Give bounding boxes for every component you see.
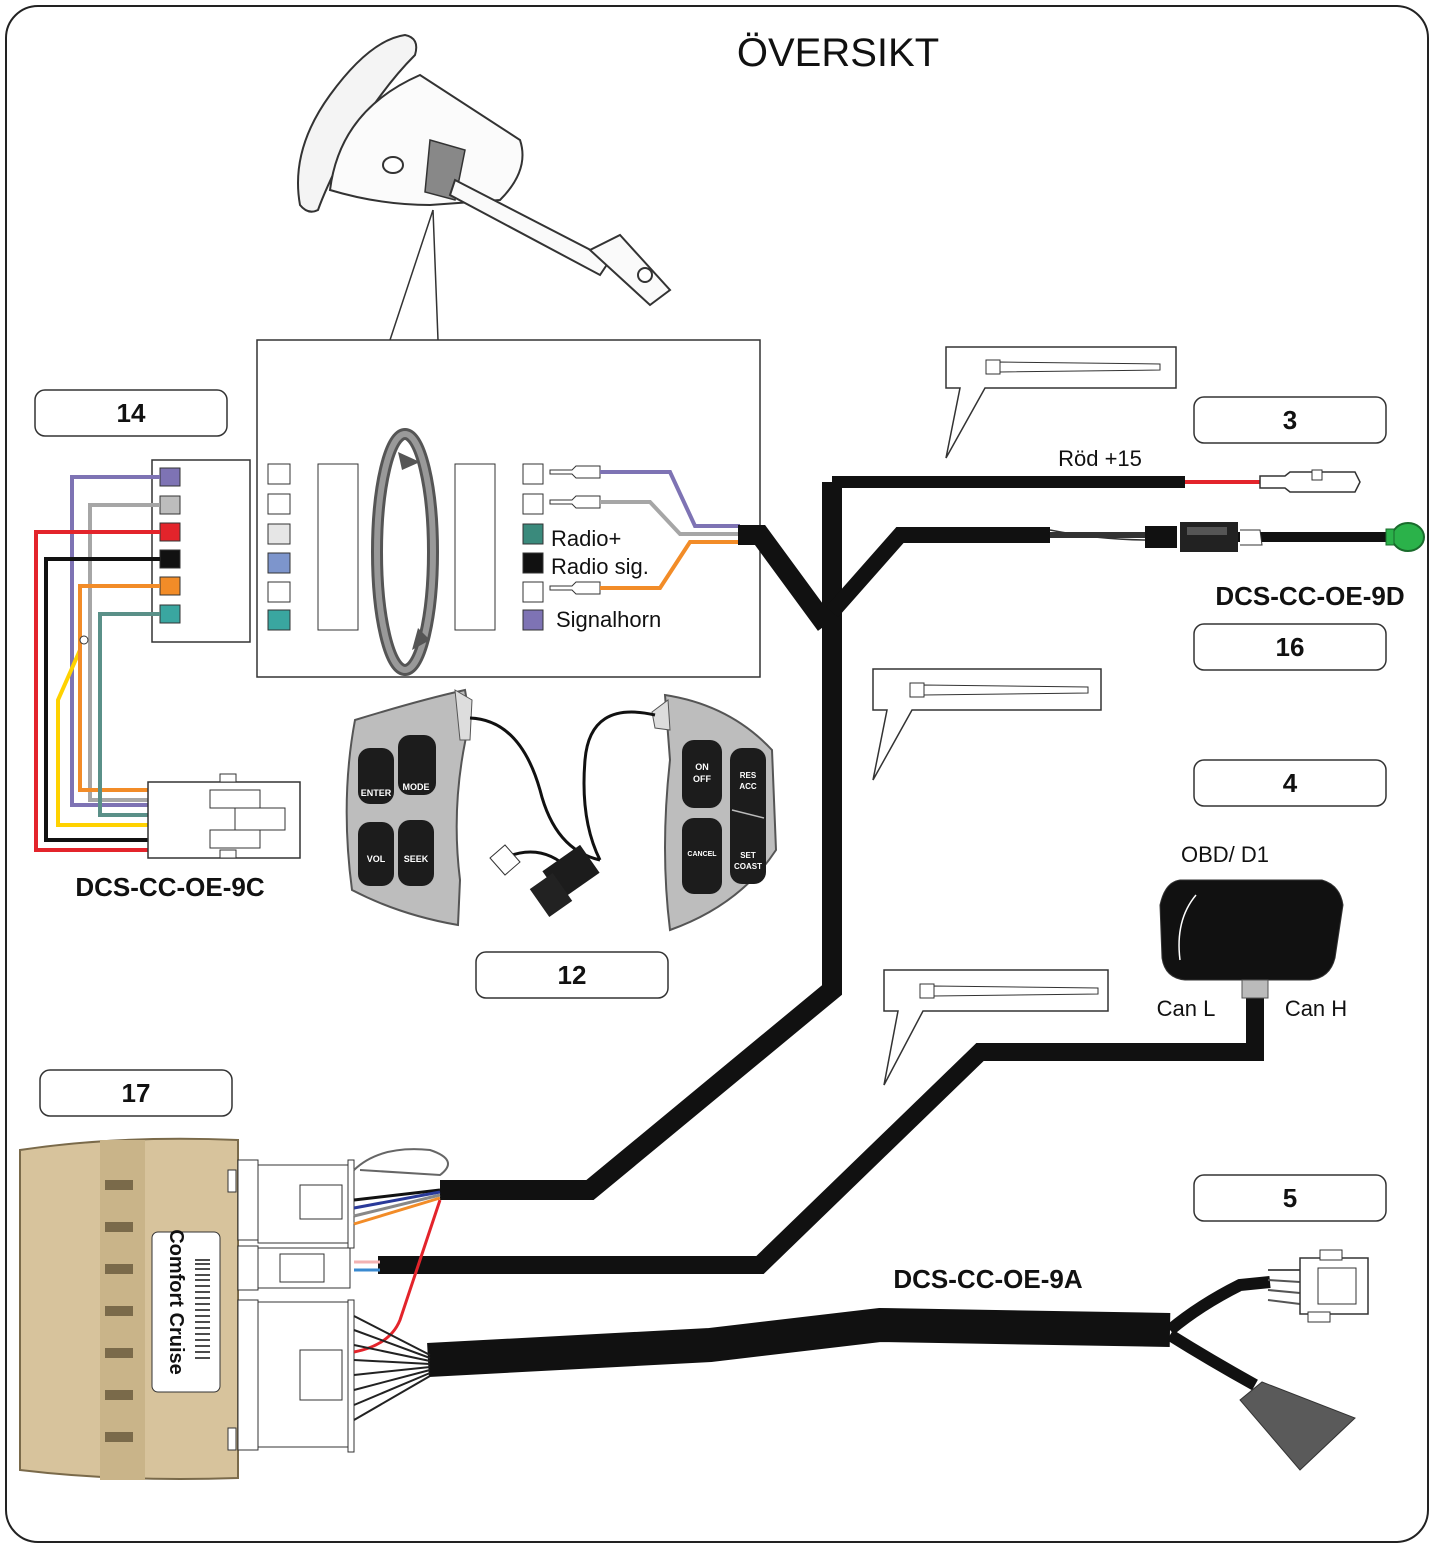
can-h-label: Can H [1285, 996, 1347, 1021]
steering-switches: ENTER MODE VOL SEEK ON OFF RES ACC CANCE… [345, 688, 778, 932]
part-number-9c: DCS-CC-OE-9C [75, 872, 264, 902]
led-lead [1049, 522, 1425, 552]
signalhorn-label: Signalhorn [556, 607, 661, 632]
svg-text:3: 3 [1283, 405, 1297, 435]
obd-plug: OBD/ D1 Can L Can H [1157, 842, 1348, 1021]
control-module-17: Comfort Cruise [19, 1137, 449, 1480]
cable-tie-3 [883, 969, 1109, 1086]
cable-tie-2 [872, 668, 1102, 781]
diagram-title: ÖVERSIKT [737, 31, 939, 75]
obd-label: OBD/ D1 [1181, 842, 1269, 867]
coast-button-label: COAST [734, 862, 762, 871]
svg-text:14: 14 [117, 398, 146, 428]
clock-spring-detail: Radio+ Radio sig. Signalhorn [256, 339, 761, 678]
badge-17: 17 [39, 1069, 233, 1117]
off-button-label: OFF [693, 774, 711, 784]
part-number-9d: DCS-CC-OE-9D [1215, 581, 1404, 611]
svg-text:5: 5 [1283, 1183, 1297, 1213]
seek-button-label: SEEK [404, 854, 429, 864]
badge-16: 16 [1193, 623, 1387, 671]
main-harness [378, 476, 1271, 1391]
vol-button-label: VOL [367, 854, 386, 864]
acc-button-label: ACC [739, 782, 757, 791]
set-button-label: SET [740, 851, 756, 860]
res-button-label: RES [740, 771, 757, 780]
badge-12: 12 [475, 951, 669, 999]
cable-tie-1 [945, 346, 1177, 459]
radio-sig-label: Radio sig. [551, 554, 649, 579]
svg-text:4: 4 [1283, 768, 1298, 798]
on-button-label: ON [695, 762, 709, 772]
steering-column-illustration [297, 33, 672, 341]
cancel-button-label: CANCEL [687, 851, 717, 858]
badge-3: 3 [1193, 396, 1387, 444]
badge-4: 4 [1193, 759, 1387, 807]
can-l-label: Can L [1157, 996, 1216, 1021]
svg-text:16: 16 [1276, 632, 1305, 662]
connector-5 [1239, 1249, 1369, 1471]
svg-text:17: 17 [122, 1078, 151, 1108]
svg-text:12: 12 [558, 960, 587, 990]
radio-plus-label: Radio+ [551, 526, 621, 551]
rod15-label: Röd +15 [1058, 446, 1142, 471]
badge-14: 14 [34, 389, 228, 437]
connector-14-block [34, 459, 301, 859]
badge-5: 5 [1193, 1174, 1387, 1222]
part-number-9a: DCS-CC-OE-9A [893, 1264, 1082, 1294]
enter-button-label: ENTER [361, 788, 392, 798]
mode-button-label: MODE [403, 782, 430, 792]
comfort-cruise-label: Comfort Cruise [165, 1229, 187, 1375]
